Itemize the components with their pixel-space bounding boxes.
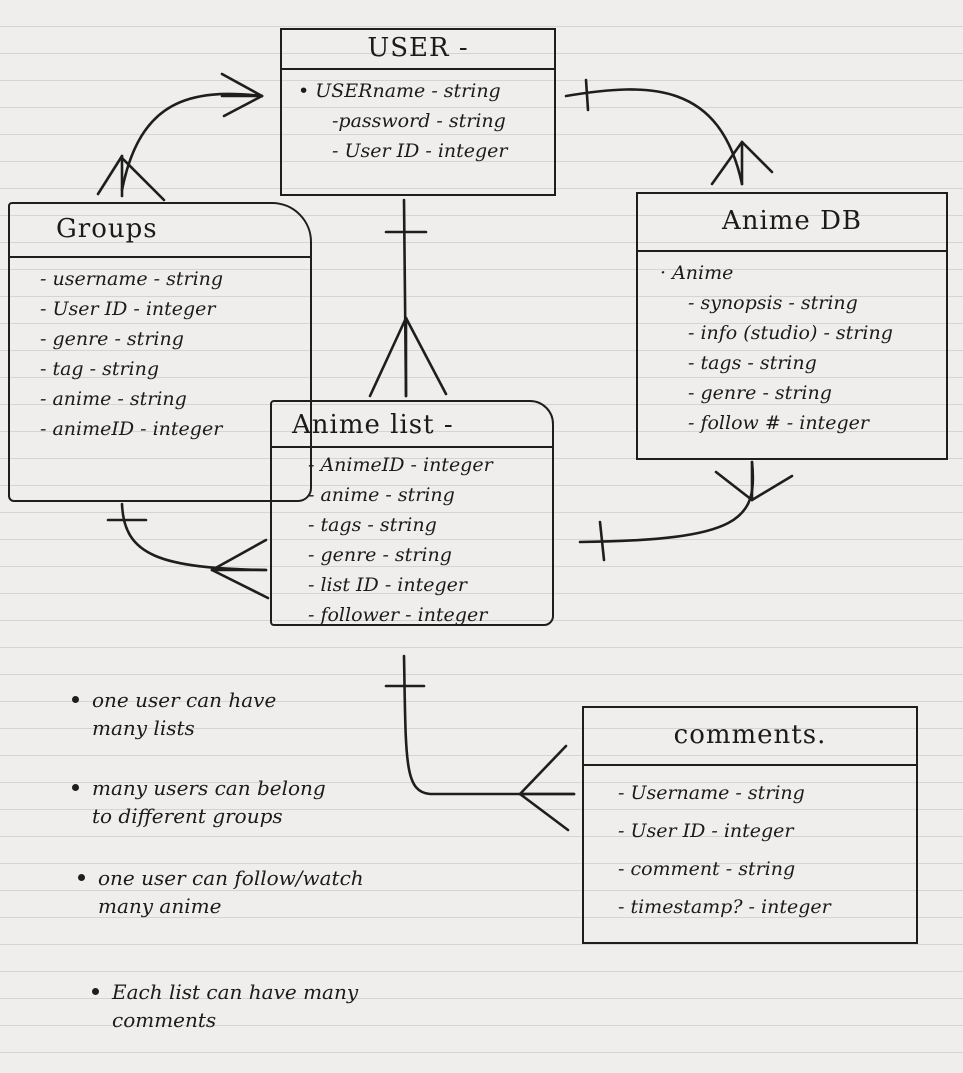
entity-user: USER - • USERname - string -password - s… <box>280 28 556 196</box>
note-item: one user can have many lists <box>72 686 322 742</box>
entity-field: - synopsis - string <box>688 292 858 314</box>
connector-user-groups <box>120 92 264 192</box>
entity-comments-fields: - Username - string - User ID - integer … <box>584 766 916 926</box>
entity-anime-list-fields: - AnimeID - integer - anime - string - t… <box>272 448 552 630</box>
bullet-dot <box>78 874 85 881</box>
entity-field: - Username - string <box>618 782 805 804</box>
entity-anime-list: Anime list - - AnimeID - integer - anime… <box>270 400 554 626</box>
crowfoot-user-side <box>220 72 264 98</box>
entity-anime-list-title: Anime list - <box>272 402 552 448</box>
entity-field: - anime - string <box>40 388 187 410</box>
entity-field: - follower - integer <box>308 604 488 626</box>
entity-field: • USERname - string <box>298 80 501 102</box>
entity-anime-db-title: Anime DB <box>638 194 946 252</box>
entity-anime-db: Anime DB · Anime - synopsis - string - i… <box>636 192 948 460</box>
crowfoot-animedb-side <box>710 140 744 186</box>
entity-field: - list ID - integer <box>308 574 467 596</box>
entity-field: - User ID - integer <box>40 298 216 320</box>
entity-field: - genre - string <box>688 382 832 404</box>
crowfoot-animedb-side <box>714 470 754 502</box>
crowfoot-animelist-side <box>368 316 408 398</box>
crowfoot-animelist-side <box>404 316 448 396</box>
connector-animedb-animelist <box>578 460 755 544</box>
bar-user-side <box>584 78 590 112</box>
entity-field: - tag - string <box>40 358 160 380</box>
entity-field: - timestamp? - integer <box>618 896 831 918</box>
bullet-dot <box>92 988 99 995</box>
entity-comments-title: comments. <box>584 708 916 766</box>
entity-field: - genre - string <box>40 328 184 350</box>
entity-groups: Groups - username - string - User ID - i… <box>8 202 312 502</box>
note-text: one user can follow/watch many anime <box>98 866 364 918</box>
entity-groups-title: Groups <box>10 204 310 258</box>
crowfoot-groups-side <box>96 154 124 196</box>
note-item: one user can follow/watch many anime <box>78 864 378 920</box>
entity-comments: comments. - Username - string - User ID … <box>582 706 918 944</box>
entity-anime-db-fields: · Anime - synopsis - string - info (stud… <box>638 252 946 438</box>
entity-field: - tags - string <box>308 514 437 536</box>
crowfoot-animedb-side <box>740 140 774 174</box>
note-item: many users can belong to different group… <box>72 774 342 830</box>
entity-field: - info (studio) - string <box>688 322 893 344</box>
crowfoot-animedb-side <box>750 474 794 502</box>
bullet-dot <box>72 784 79 791</box>
entity-field: -password - string <box>332 110 506 132</box>
note-text: many users can belong to different group… <box>92 776 326 828</box>
entity-field: - AnimeID - integer <box>308 454 493 476</box>
entity-field: - User ID - integer <box>332 140 508 162</box>
entity-field: - comment - string <box>618 858 796 880</box>
entity-field: - anime - string <box>308 484 455 506</box>
entity-groups-fields: - username - string - User ID - integer … <box>10 258 310 444</box>
note-text: Each list can have many comments <box>112 980 359 1032</box>
crowfoot-user-side <box>222 94 264 118</box>
entity-field: - follow # - integer <box>688 412 869 434</box>
crowfoot-animelist-side <box>210 538 268 572</box>
crowfoot-comments-side <box>518 792 570 832</box>
crowfoot-animelist-side <box>210 568 270 600</box>
note-item: Each list can have many comments <box>92 978 392 1034</box>
crowfoot-groups-side <box>120 156 166 202</box>
entity-user-title: USER - <box>282 30 554 70</box>
entity-field: - tags - string <box>688 352 817 374</box>
entity-user-fields: • USERname - string -password - string -… <box>282 70 554 166</box>
bar-animelist-side <box>598 520 606 562</box>
connector-animelist-comments <box>402 654 576 796</box>
entity-field: · Anime <box>660 262 734 284</box>
crowfoot-comments-side <box>518 744 568 796</box>
entity-field: - genre - string <box>308 544 452 566</box>
note-text: one user can have many lists <box>92 688 277 740</box>
entity-field: - animeID - integer <box>40 418 223 440</box>
entity-field: - username - string <box>40 268 224 290</box>
entity-field: - User ID - integer <box>618 820 794 842</box>
connector-user-animedb <box>564 88 744 186</box>
bullet-dot <box>72 696 79 703</box>
connector-groups-animelist <box>120 502 268 572</box>
